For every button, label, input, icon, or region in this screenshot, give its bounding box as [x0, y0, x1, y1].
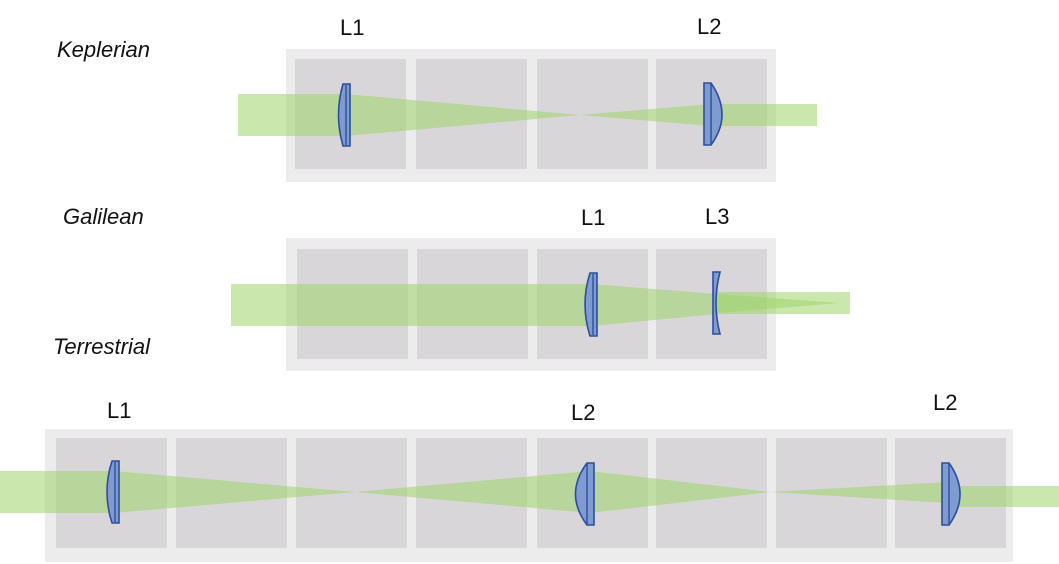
terrestrial-lens-l1: [106, 460, 120, 524]
keplerian-assembly: [238, 49, 817, 182]
keplerian-lens-l2: [703, 82, 723, 146]
terrestrial-title: Terrestrial: [53, 334, 150, 359]
terrestrial-lens-l2-right: [941, 462, 961, 526]
terrestrial-beam-diverge-1: [355, 471, 590, 513]
keplerian-beam-converge: [346, 94, 580, 136]
galilean-lens-l1-label: L1: [581, 205, 606, 230]
keplerian-beam-diverge: [580, 104, 711, 126]
terrestrial-beam-in: [0, 471, 114, 513]
terrestrial-lens-l2-middle-label: L2: [571, 400, 596, 425]
keplerian-beam-in: [238, 94, 346, 136]
galilean-beam-focus: [717, 294, 840, 313]
terrestrial-beam-out: [948, 486, 1059, 507]
galilean-beam-in: [231, 284, 592, 326]
keplerian-lens-l2-label: L2: [697, 14, 722, 39]
terrestrial-beam-diverge-2: [770, 482, 948, 503]
galilean-beam-converge: [592, 284, 717, 326]
galilean-lens-l3: [712, 271, 722, 335]
terrestrial-beam-converge-2: [590, 471, 770, 513]
keplerian-title: Keplerian: [57, 37, 150, 62]
keplerian-lens-l1: [337, 83, 351, 147]
galilean-lens-l3-label: L3: [705, 204, 730, 229]
keplerian-lens-l1-label: L1: [340, 15, 365, 40]
galilean-title: Galilean: [63, 204, 144, 229]
terrestrial-assembly: [0, 429, 1059, 562]
terrestrial-lens-l2-middle: [574, 462, 595, 526]
terrestrial-lens-l2-right-label: L2: [933, 390, 958, 415]
terrestrial-beam-converge-1: [114, 471, 355, 513]
galilean-lens-l1: [584, 272, 598, 337]
terrestrial-lens-l1-label: L1: [107, 398, 132, 423]
keplerian-beam-out: [711, 104, 817, 126]
galilean-assembly: [231, 238, 850, 371]
